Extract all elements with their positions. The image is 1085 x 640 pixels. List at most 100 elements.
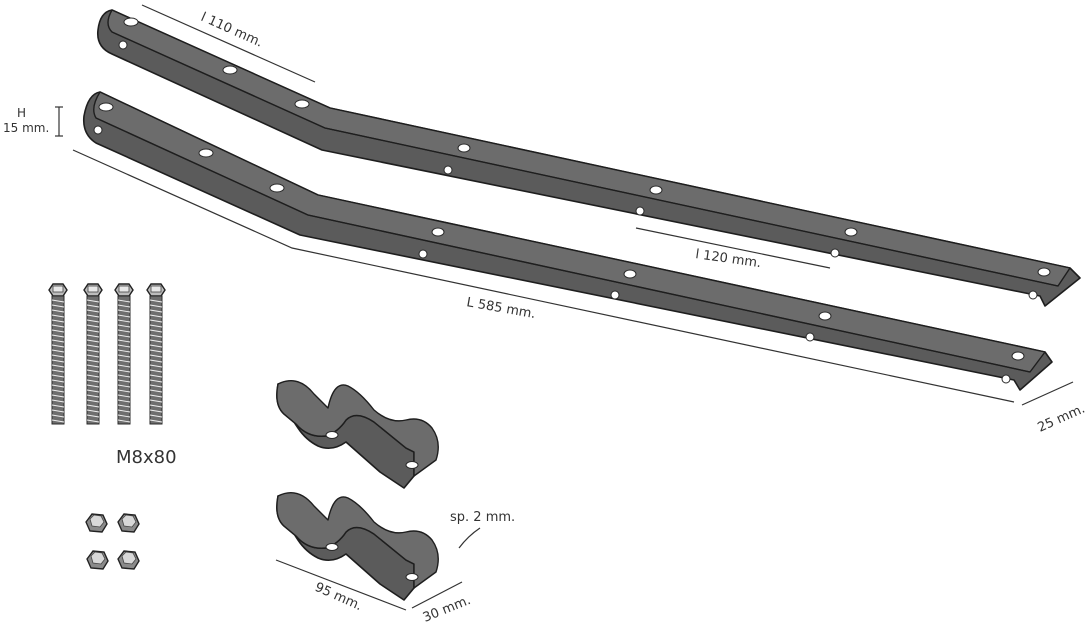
bolt-thread [86, 399, 100, 403]
bolt-thread [117, 329, 131, 333]
bolt-thread [51, 389, 65, 393]
bolt-thread [86, 379, 100, 383]
bolt-thread [149, 304, 163, 308]
bolt [114, 283, 134, 425]
bolt-thread [86, 409, 100, 413]
bolt-thread [86, 389, 100, 393]
bolt-thread [117, 324, 131, 328]
bolt-thread [86, 339, 100, 343]
bolt-thread [149, 414, 163, 418]
bolt-thread [117, 379, 131, 383]
bolt-thread [149, 369, 163, 373]
bolt-thread [117, 399, 131, 403]
bolt-thread [117, 309, 131, 313]
bolt-thread [117, 369, 131, 373]
bolt-thread [86, 344, 100, 348]
length-label: L 585 mm. [465, 295, 536, 322]
saddle-lower [276, 491, 440, 601]
dimension-height: H 15 mm. [3, 106, 63, 137]
bolt-thread [86, 374, 100, 378]
bolt-thread [86, 329, 100, 333]
bolt-thread [149, 319, 163, 323]
dimension-saddle-width: 30 mm. [411, 581, 473, 626]
bolt-thread [117, 304, 131, 308]
bolt-thread [117, 374, 131, 378]
bolt-thread [86, 309, 100, 313]
bolt-thread [117, 354, 131, 358]
bolt-thread [117, 299, 131, 303]
bolt-thread [149, 339, 163, 343]
bolt-thread [117, 319, 131, 323]
bolt [83, 283, 103, 425]
bolt-thread [51, 379, 65, 383]
saddle-width-label: 30 mm. [421, 593, 473, 626]
bolt-thread [51, 309, 65, 313]
bolt-thread [117, 339, 131, 343]
bolt-thread [51, 409, 65, 413]
mounting-bar-front [82, 91, 1053, 391]
bolt-thread [51, 304, 65, 308]
bolt-thread [149, 379, 163, 383]
bolt-thread [86, 324, 100, 328]
bolt-thread [117, 389, 131, 393]
bolt-thread [51, 359, 65, 363]
height-symbol-label: H [17, 106, 26, 120]
bolt-thread [149, 354, 163, 358]
bolt-thread [86, 384, 100, 388]
bolt-thread [117, 414, 131, 418]
mounting-bar-back [96, 9, 1081, 307]
nut [85, 513, 108, 533]
bolt-thread [51, 354, 65, 358]
dimension-thickness: sp. 2 mm. [450, 510, 515, 549]
bolt-thread [86, 349, 100, 353]
bolt-thread [86, 299, 100, 303]
bolt-thread [149, 404, 163, 408]
bolt-thread [86, 359, 100, 363]
bolt-thread [51, 324, 65, 328]
bolt [48, 283, 68, 425]
bolt-thread [51, 374, 65, 378]
bolt-thread [86, 414, 100, 418]
height-value-label: 15 mm. [3, 121, 49, 135]
bolt-thread [149, 314, 163, 318]
nut [117, 550, 140, 570]
bolt-thread [51, 369, 65, 373]
bolt-thread [117, 404, 131, 408]
bolt-thread [51, 404, 65, 408]
nut [86, 550, 109, 570]
bolt-thread [86, 364, 100, 368]
bolt-thread [149, 394, 163, 398]
bolt-thread [86, 404, 100, 408]
bolt-thread [51, 364, 65, 368]
bolt-thread [149, 309, 163, 313]
bolt-thread [117, 364, 131, 368]
bolt-thread [51, 314, 65, 318]
bolt-thread [149, 324, 163, 328]
bolt-thread [149, 384, 163, 388]
saddle-length-label: 95 mm. [312, 580, 364, 614]
bolt-thread [86, 314, 100, 318]
bolt-thread [117, 394, 131, 398]
bolt-thread [51, 344, 65, 348]
bolt-thread [149, 409, 163, 413]
bolt-thread [149, 399, 163, 403]
bolt-thread [149, 359, 163, 363]
bolt-thread [149, 364, 163, 368]
bolt-thread [149, 419, 163, 423]
bolt-thread [51, 384, 65, 388]
inner-segment-label: l 120 mm. [694, 247, 762, 271]
bolt-thread [117, 359, 131, 363]
bolt-thread [51, 414, 65, 418]
bolt [146, 283, 166, 425]
saddle-upper [276, 379, 440, 489]
bolt-thread [86, 354, 100, 358]
bolt-thread [117, 349, 131, 353]
bolt-thread [51, 319, 65, 323]
bolt-thread [51, 299, 65, 303]
bolt-thread [51, 334, 65, 338]
bolt-thread [117, 334, 131, 338]
bolt-thread [86, 319, 100, 323]
bolt-thread [149, 329, 163, 333]
bolt-thread [117, 384, 131, 388]
thickness-label: sp. 2 mm. [450, 510, 515, 525]
